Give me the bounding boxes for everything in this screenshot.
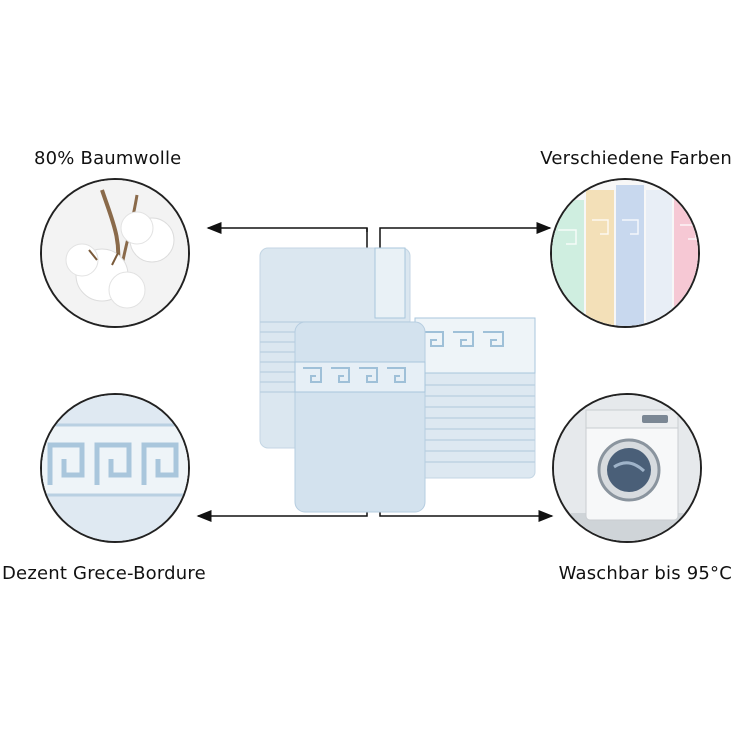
feature-label-border: Dezent Grece-Bordure	[2, 563, 206, 584]
cotton-circle	[40, 178, 190, 328]
washing-machine-circle	[552, 393, 702, 543]
feature-label-cotton: 80% Baumwolle	[34, 148, 182, 169]
feature-label-colors: Verschiedene Farben	[540, 148, 732, 169]
arrow-cotton	[206, 222, 368, 234]
right-stack	[414, 317, 536, 479]
washcloth-stack-image	[259, 247, 536, 513]
front-cloth	[294, 321, 426, 513]
colors-circle	[550, 178, 700, 328]
grece-circle	[40, 393, 190, 543]
washing-machine-icon	[554, 395, 700, 541]
color-swatches-icon	[552, 180, 698, 326]
cotton-icon	[42, 180, 188, 326]
grece-pattern-icon	[42, 395, 188, 541]
feature-label-washable: Waschbar bis 95°C	[558, 563, 732, 584]
